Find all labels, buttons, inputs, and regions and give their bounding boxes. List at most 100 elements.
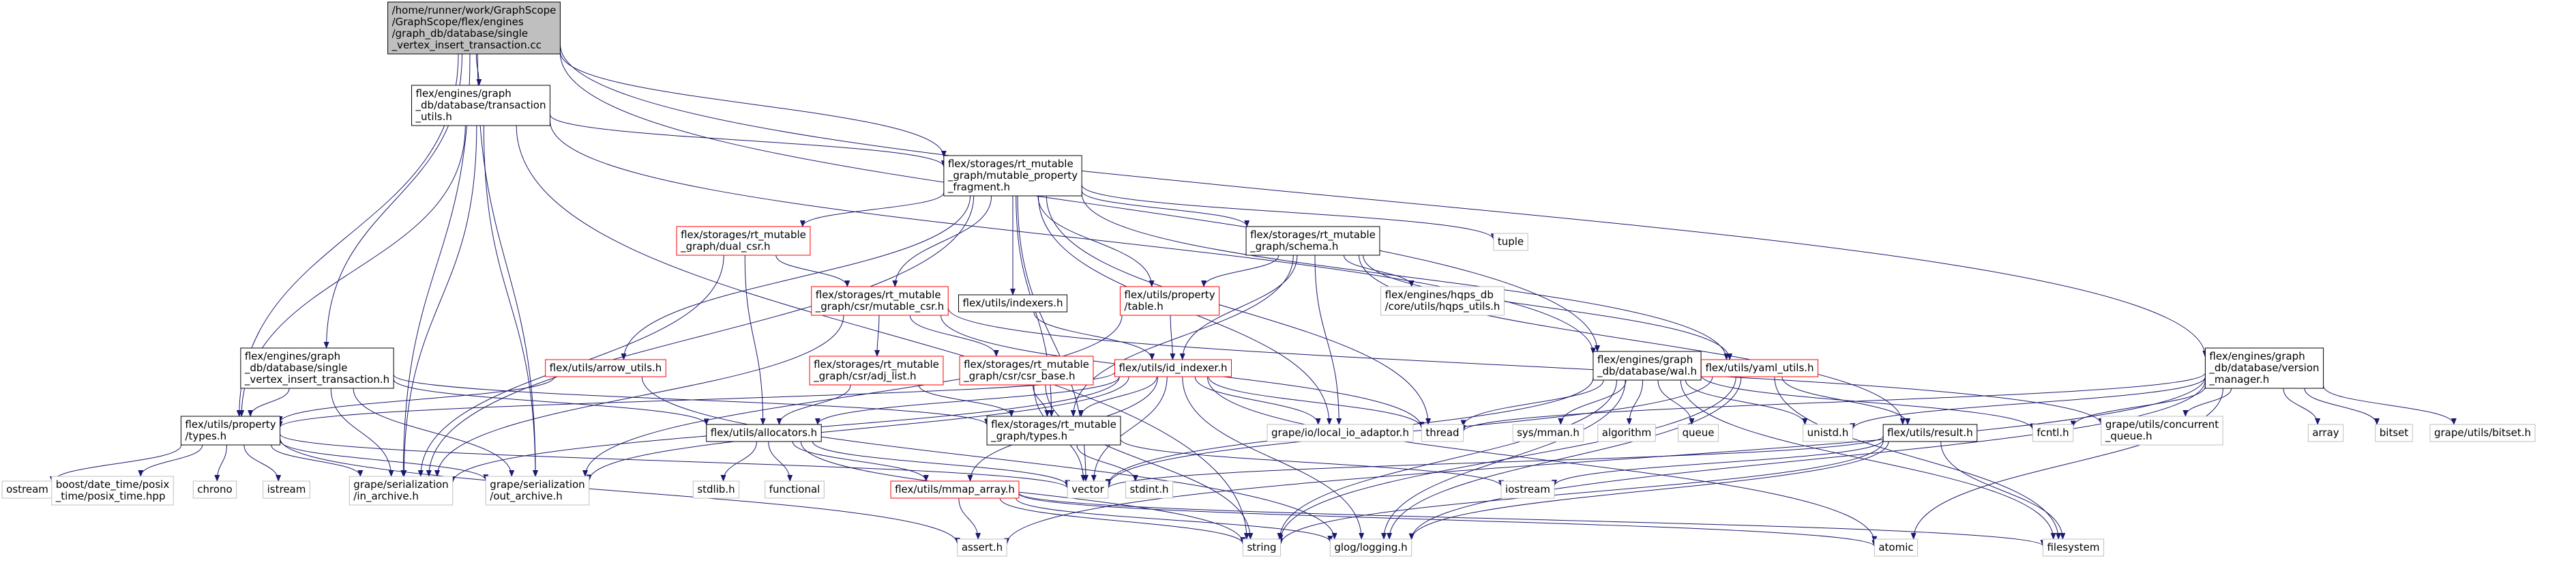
edge-prop-types-to-boost-time — [138, 444, 203, 477]
edge-yaml-utils-to-result — [1781, 376, 1911, 425]
node-label: flex/utils/property — [1124, 289, 1215, 301]
edge-allocators-to-functional — [768, 441, 793, 482]
node-label: istream — [267, 483, 306, 495]
edge-svit-h-to-in-archive — [330, 388, 394, 477]
node-rtm-types[interactable]: flex/storages/rt_mutable_graph/types.h — [986, 416, 1121, 446]
node-schema[interactable]: flex/storages/rt_mutable_graph/schema.h — [1245, 226, 1380, 256]
node-ostream: ostream — [1, 480, 53, 499]
node-array: array — [2307, 424, 2344, 442]
node-label: grape/utils/concurrent — [2105, 418, 2219, 431]
node-box — [180, 416, 281, 446]
edge-schema-to-yaml-utils — [1363, 255, 1733, 360]
node-box — [2307, 424, 2344, 442]
node-box — [986, 416, 1121, 446]
node-box — [1678, 424, 1719, 442]
node-id-indexer[interactable]: flex/utils/id_indexer.h — [1114, 359, 1232, 377]
node-label: /in_archive.h — [353, 490, 419, 503]
node-allocators[interactable]: flex/utils/allocators.h — [706, 424, 822, 442]
node-label: flex/utils/arrow_utils.h — [550, 362, 662, 375]
node-root[interactable]: /home/runner/work/GraphScope/GraphScope/… — [387, 1, 561, 55]
node-adj-list[interactable]: flex/storages/rt_mutable_graph/csr/adj_l… — [809, 356, 944, 386]
node-label: functional — [769, 483, 820, 495]
node-mmap-array[interactable]: flex/utils/mmap_array.h — [890, 480, 1020, 499]
node-box — [1125, 480, 1174, 499]
node-box — [2204, 347, 2324, 389]
node-label: _graph/types.h — [990, 430, 1067, 443]
node-box — [2042, 538, 2105, 557]
node-label: flex/utils/result.h — [1887, 427, 1973, 439]
node-tuple: tuple — [1493, 233, 1528, 251]
node-label: iostream — [1505, 483, 1550, 495]
node-box — [1882, 424, 1978, 442]
edge-wal-to-queue — [1657, 379, 1695, 425]
node-conc-queue: grape/utils/concurrent_queue.h — [2101, 416, 2223, 446]
node-istream: istream — [263, 480, 310, 499]
node-atomic: atomic — [1874, 538, 1919, 557]
node-prop-types[interactable]: flex/utils/property/types.h — [180, 416, 281, 446]
node-version-mgr[interactable]: flex/engines/graph_db/database/version_m… — [2204, 347, 2324, 389]
edge-csr-base-to-string — [1045, 384, 1254, 540]
edge-id-indexer-to-out-archive — [586, 376, 1129, 482]
edge-prop-table-to-id-indexer — [1170, 315, 1176, 360]
edge-prop-types-to-vector — [280, 433, 1070, 489]
node-label: _graph/csr/mutable_csr.h — [815, 300, 944, 313]
node-box — [411, 85, 550, 126]
edge-version-mgr-to-bitset — [2304, 388, 2380, 425]
node-result[interactable]: flex/utils/result.h — [1882, 424, 1978, 442]
edge-txn-utils-to-in-archive — [401, 125, 477, 477]
node-box — [1245, 226, 1380, 256]
edge-rtm-types-to-iostream — [1120, 439, 1504, 487]
node-box — [1700, 359, 1819, 377]
edge-version-mgr-to-fcntl — [2070, 386, 2206, 428]
node-mpf[interactable]: flex/storages/rt_mutable_graph/mutable_p… — [943, 155, 1082, 197]
node-label: flex/engines/graph — [1597, 353, 1693, 366]
edge-mpf-to-arrow-utils — [621, 195, 971, 360]
edge-wal-to-unistd — [1685, 379, 1808, 425]
node-label: _utils.h — [415, 111, 452, 124]
node-indexers[interactable]: flex/utils/indexers.h — [958, 294, 1067, 313]
edge-wal-to-thread — [1460, 379, 1604, 427]
edge-csr-base-to-rtm-types — [1033, 384, 1050, 417]
node-label: /core/utils/hqps_utils.h — [1385, 300, 1500, 313]
node-wal[interactable]: flex/engines/graph_db/database/wal.h — [1593, 351, 1702, 381]
node-label: flex/storages/rt_mutable — [948, 158, 1074, 171]
node-label: vector — [1071, 483, 1104, 495]
edge-result-to-string — [1277, 441, 1884, 545]
node-box — [890, 480, 1020, 499]
file-nodes: /home/runner/work/GraphScope/GraphScope/… — [1, 1, 2536, 557]
edge-result-to-glog — [1408, 441, 1889, 540]
node-arrow-utils[interactable]: flex/utils/arrow_utils.h — [545, 359, 666, 377]
node-box — [545, 359, 666, 377]
node-box — [1803, 424, 1853, 442]
node-filesystem: filesystem — [2042, 538, 2105, 557]
node-yaml-utils[interactable]: flex/utils/yaml_utils.h — [1700, 359, 1819, 377]
node-label: thread — [1425, 427, 1459, 439]
node-label: /types.h — [185, 430, 226, 442]
node-prop-table[interactable]: flex/utils/property/table.h — [1119, 286, 1220, 316]
edge-wal-to-string — [1277, 379, 1617, 540]
node-label: filesystem — [2047, 541, 2099, 553]
node-label: _graph/csr/adj_list.h — [813, 370, 916, 383]
node-mutable-csr[interactable]: flex/storages/rt_mutable_graph/csr/mutab… — [811, 286, 949, 316]
node-dual-csr[interactable]: flex/storages/rt_mutable_graph/dual_csr.… — [676, 226, 811, 256]
edge-id-indexer-to-io-adaptor — [1194, 376, 1321, 425]
node-label: flex/storages/rt_mutable — [814, 358, 939, 371]
node-label: _db/database/transaction — [415, 99, 546, 112]
node-label: flex/engines/graph — [2209, 350, 2305, 362]
node-txn-utils[interactable]: flex/engines/graph_db/database/transacti… — [411, 85, 550, 126]
edge-root-to-mpf — [559, 51, 947, 158]
node-box — [2101, 416, 2223, 446]
edge-root-to-out-archive — [477, 53, 539, 477]
node-box — [1114, 359, 1232, 377]
edge-svit-h-to-prop-types — [248, 388, 290, 417]
node-label: flex/utils/indexers.h — [963, 297, 1063, 309]
node-box — [2032, 424, 2074, 442]
edge-wal-to-filesystem — [1680, 379, 2056, 540]
edge-mmap-array-to-atomic — [1018, 493, 1878, 547]
edge-schema-to-result — [1359, 255, 1906, 425]
node-svit-h[interactable]: flex/engines/graph_db/database/single_ve… — [240, 347, 394, 389]
node-csr-base[interactable]: flex/storages/rt_mutable_graph/csr/csr_b… — [959, 356, 1094, 386]
edge-adj-list-to-allocators — [776, 384, 851, 425]
edge-dual-csr-to-mutable-csr — [775, 255, 850, 287]
edge-root-to-version-mgr — [559, 44, 2208, 358]
